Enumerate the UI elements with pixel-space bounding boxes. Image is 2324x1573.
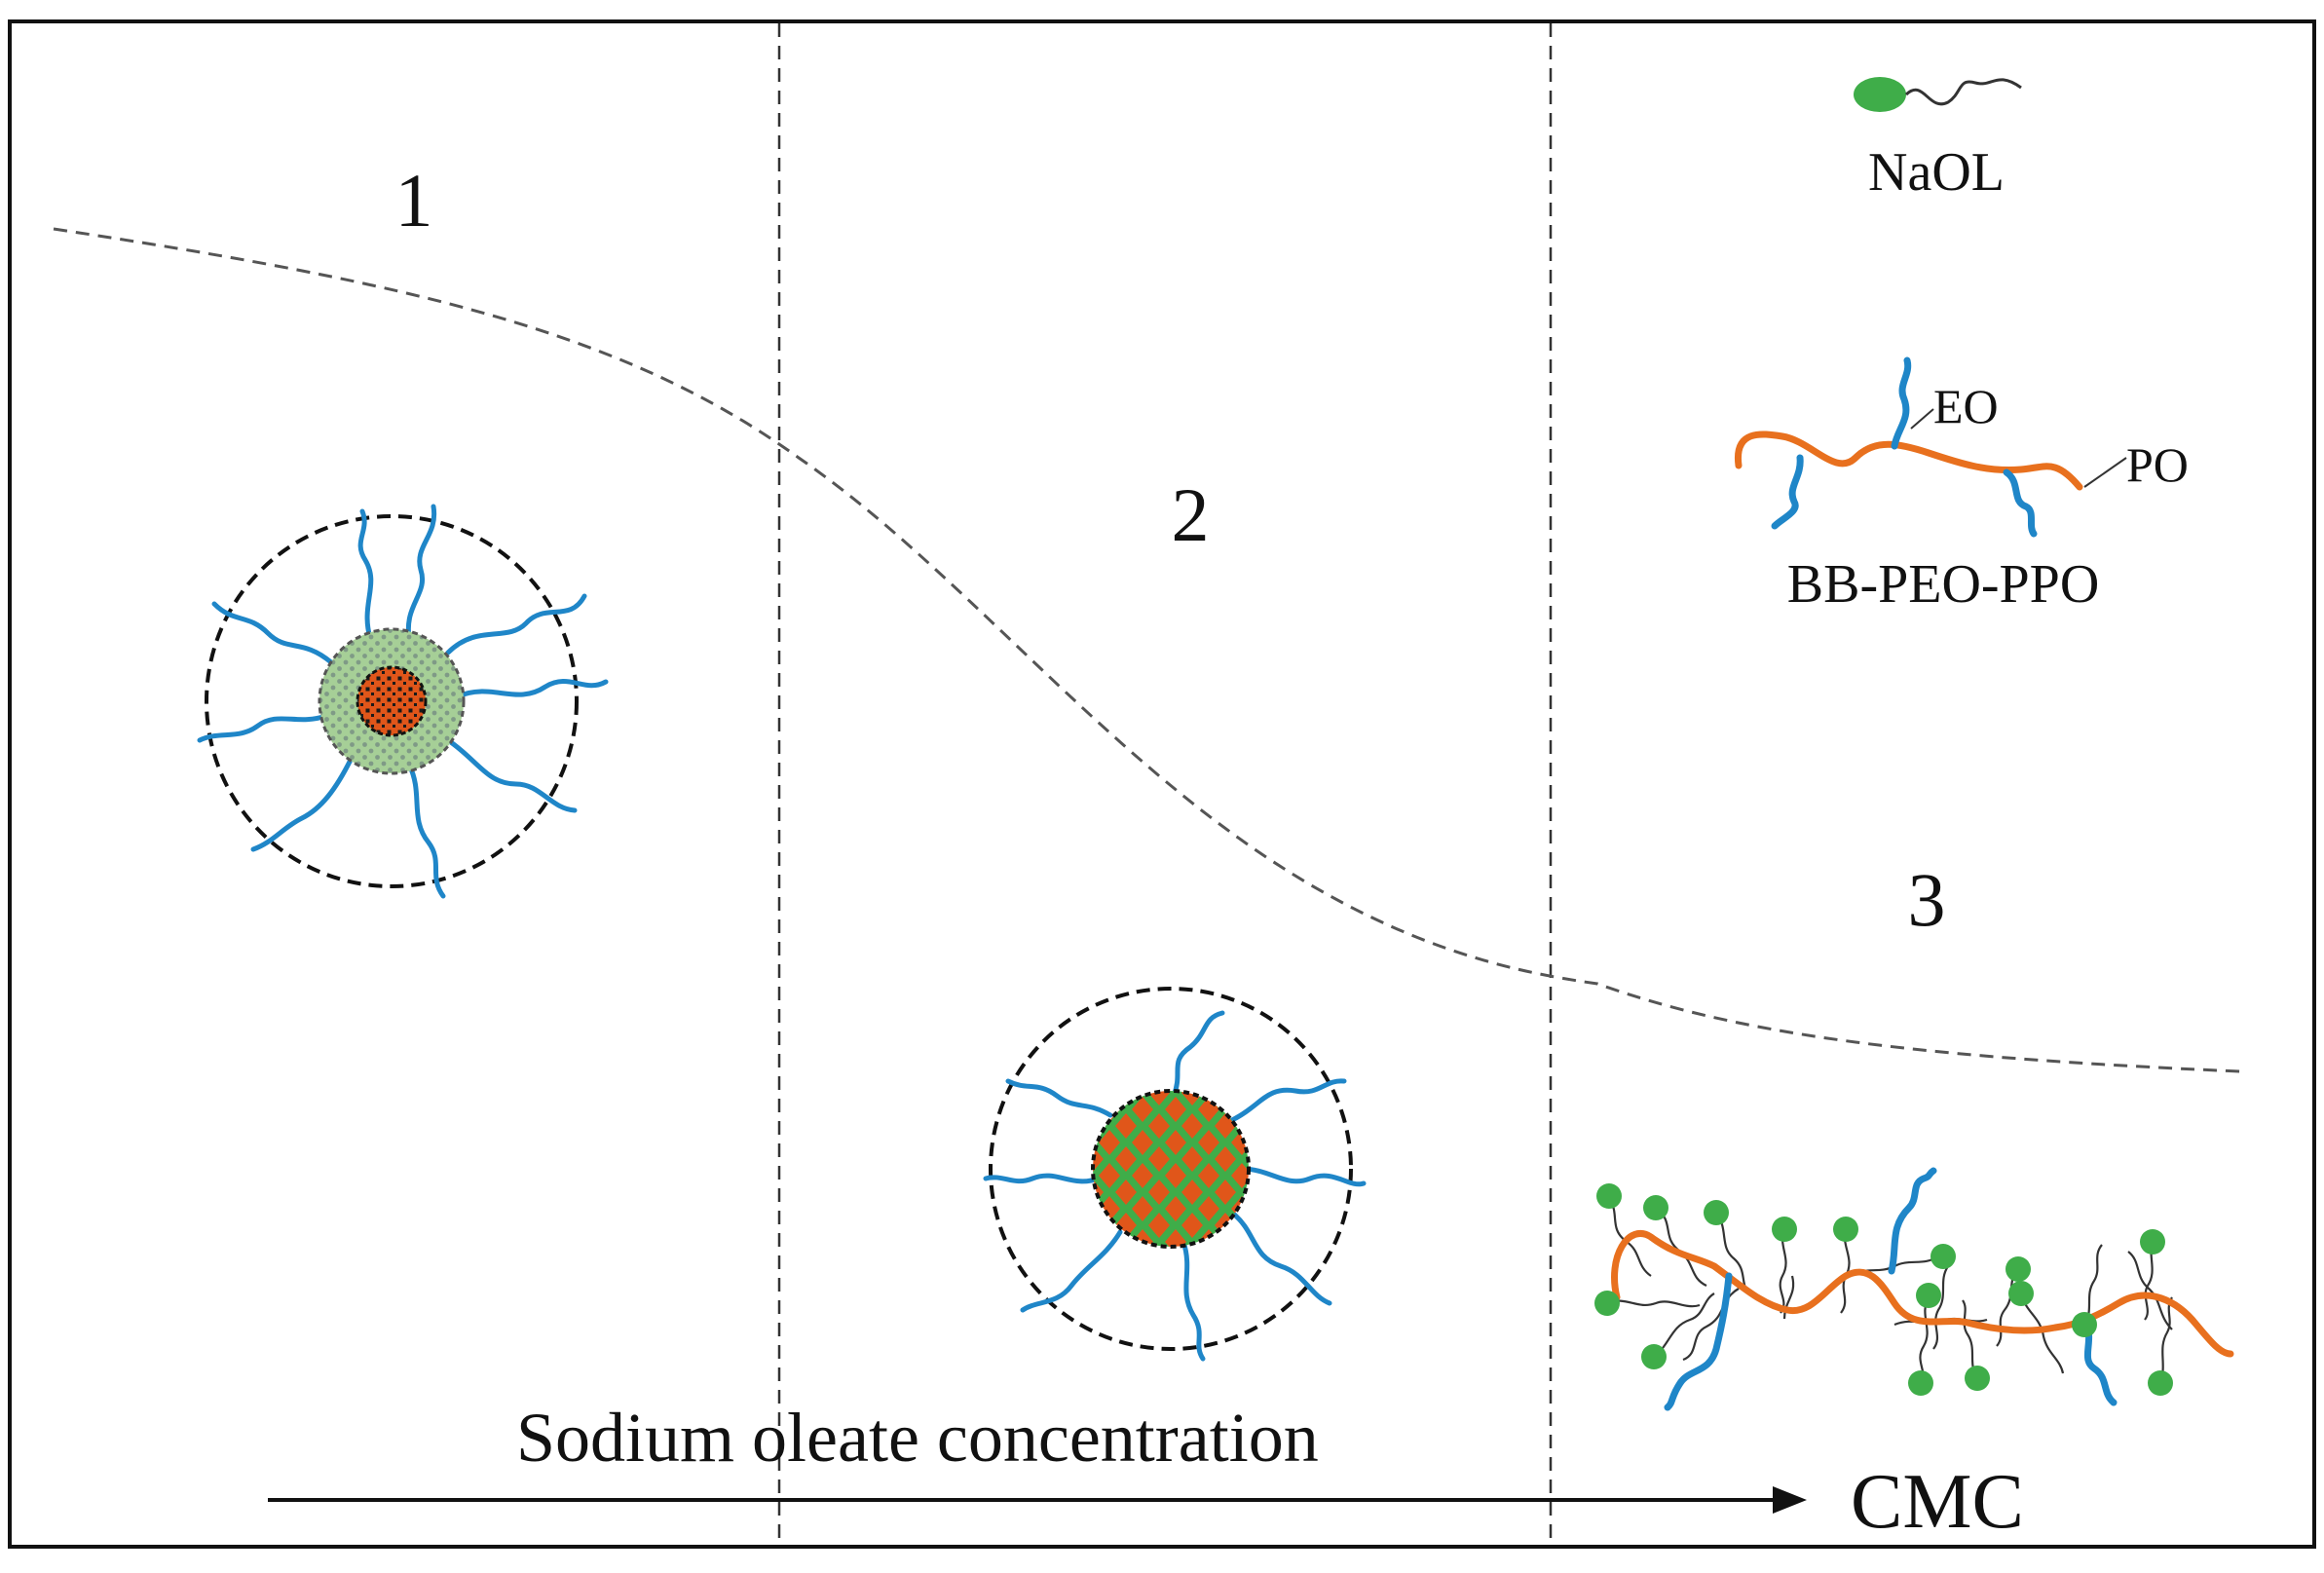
eo-label: EO [1933,379,1999,433]
polymer-surfactant-complex [1594,1167,2234,1411]
micelle-1-peo-chains [197,504,609,899]
arrow-head-icon [1773,1486,1807,1514]
micelle-region-2 [983,987,1367,1362]
surface-tension-curve [53,227,2241,1073]
region-2-label: 2 [1172,472,1210,557]
naol-tail [1904,78,2022,106]
micelle-2-peo-chains [983,1010,1367,1362]
naol-label: NaOL [1868,142,2005,203]
po-pointer [2083,457,2127,488]
naol-head-icon [1854,77,1906,112]
legend-polymer: EO PO BB-PEO-PPO [1735,356,2189,615]
region-3-label: 3 [1908,857,1946,942]
polymer-label: BB-PEO-PPO [1787,554,2100,615]
figure-frame [8,19,2316,1549]
naol-tails-bound [1606,1195,2173,1384]
micelle-region-1 [197,504,609,899]
axis-label: Sodium oleate concentration [516,1399,1319,1477]
complex-ppo-backbone [1611,1230,2234,1358]
po-label: PO [2126,437,2189,492]
peo-side-chains [1771,356,2038,538]
legend-naol: NaOL [1854,77,2022,203]
micelle-2-boundary [989,987,1353,1351]
region-1-label: 1 [395,158,433,243]
complex-peo-chains [1664,1167,2118,1411]
ppo-backbone [1735,431,2083,491]
micelle-1-core [356,665,428,737]
naol-heads-bound [1594,1183,2173,1396]
eo-pointer [1910,408,1934,430]
cmc-label: CMC [1851,1459,2024,1545]
micelle-2-mixed-core [1091,1089,1251,1249]
micelle-1-boundary [205,514,579,888]
